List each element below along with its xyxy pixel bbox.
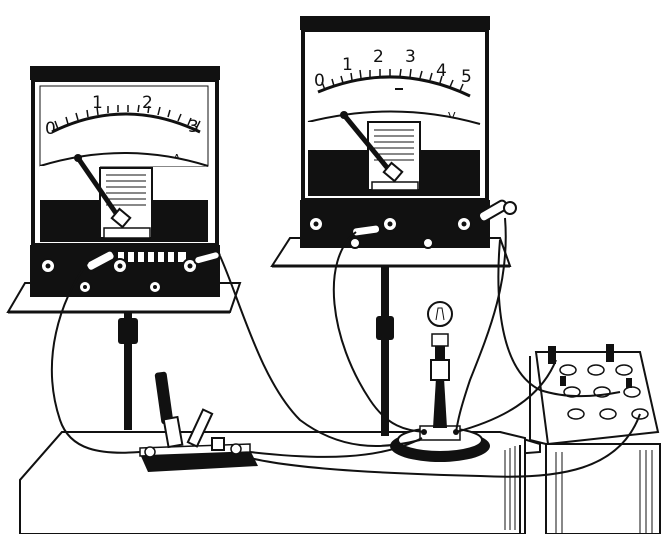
ammeter: 0 1 2 3 A xyxy=(6,66,242,430)
voltmeter-label-0: 0 xyxy=(314,71,325,91)
voltmeter-terminals xyxy=(308,216,472,249)
voltmeter-needle xyxy=(342,113,396,178)
wires xyxy=(50,217,641,478)
ammeter-needle xyxy=(75,156,125,224)
knife-switch xyxy=(139,371,258,472)
voltmeter-label-2: 2 xyxy=(373,47,384,67)
voltmeter: 0 1 2 3 4 5 V xyxy=(270,16,517,436)
voltmeter-label-3: 3 xyxy=(405,47,416,67)
voltmeter-label-5: 5 xyxy=(461,67,472,87)
ammeter-label-1: 1 xyxy=(92,93,103,113)
ammeter-label-2: 2 xyxy=(142,93,153,113)
voltmeter-label-4: 4 xyxy=(436,61,447,81)
ammeter-terminals xyxy=(40,258,198,294)
lamp xyxy=(390,301,490,462)
ammeter-label-3: 3 xyxy=(188,117,199,137)
lamp-bulb xyxy=(427,301,453,327)
ammeter-label-0: 0 xyxy=(45,119,56,139)
voltmeter-label-1: 1 xyxy=(342,55,353,75)
